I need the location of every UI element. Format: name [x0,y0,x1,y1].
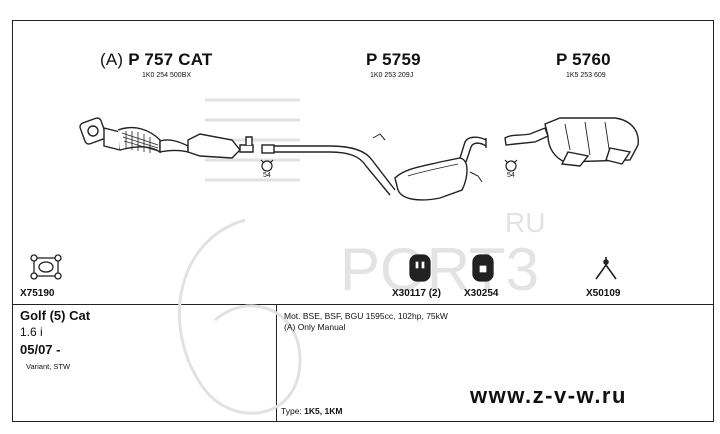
hanger-count-2: 54 [507,172,515,179]
fitting-code-x50109: X50109 [586,288,621,299]
type-line: Type: 1K5, 1KM [281,406,342,416]
part-number-middle: P 5759 [366,50,421,69]
fitting-code-x75190: X75190 [20,288,55,299]
manual-note: (A) Only Manual [284,322,346,332]
rubber-mount-icon-1 [409,254,431,282]
oem-number-front: 1K0 254 500BX [142,72,192,79]
watermark-brand: PORT3 [340,236,539,303]
flange-gasket-icon [30,254,62,280]
fitting-code-x30117: X30117 (2) [392,288,441,299]
rubber-mount-icon-2 [472,254,494,282]
vehicle-variant: Variant, STW [26,362,71,371]
vehicle-date: 05/07 - [20,342,61,357]
oem-number-middle: 1K0 253 209J [370,72,414,79]
watermark-ru: RU [505,207,545,238]
fitting-code-x30254: X30254 [464,288,499,299]
engine-info: Mot. BSE, BSF, BGU 1595cc, 102hp, 75kW [284,311,448,321]
part-number-front: (A) P 757 CAT [100,50,213,70]
front-pipe-catalyst [79,117,254,159]
middle-pipe-silencer [261,133,487,201]
part-prefix: (A) [100,50,124,69]
type-value: 1K5, 1KM [304,406,343,416]
part-number-label: P 757 CAT [128,50,213,69]
diagram-frame [12,20,714,422]
rear-silencer [504,117,639,167]
hanger-count-1: 54 [263,172,271,179]
bracket-icon [595,257,617,280]
website-url: www.z-v-w.ru [470,383,627,408]
hanger-icon-2 [504,159,518,172]
vehicle-model: Golf (5) Cat [20,308,91,323]
oem-number-rear: 1K5 253 609 [566,72,606,79]
watermark-text: PORT3 RU [340,207,545,303]
divider-vertical [276,304,277,422]
part-number-rear: P 5760 [556,50,611,69]
hanger-icon-1 [260,159,274,172]
vehicle-engine: 1.6 i [20,325,43,339]
type-label: Type: [281,406,302,416]
divider-horizontal [12,304,714,305]
